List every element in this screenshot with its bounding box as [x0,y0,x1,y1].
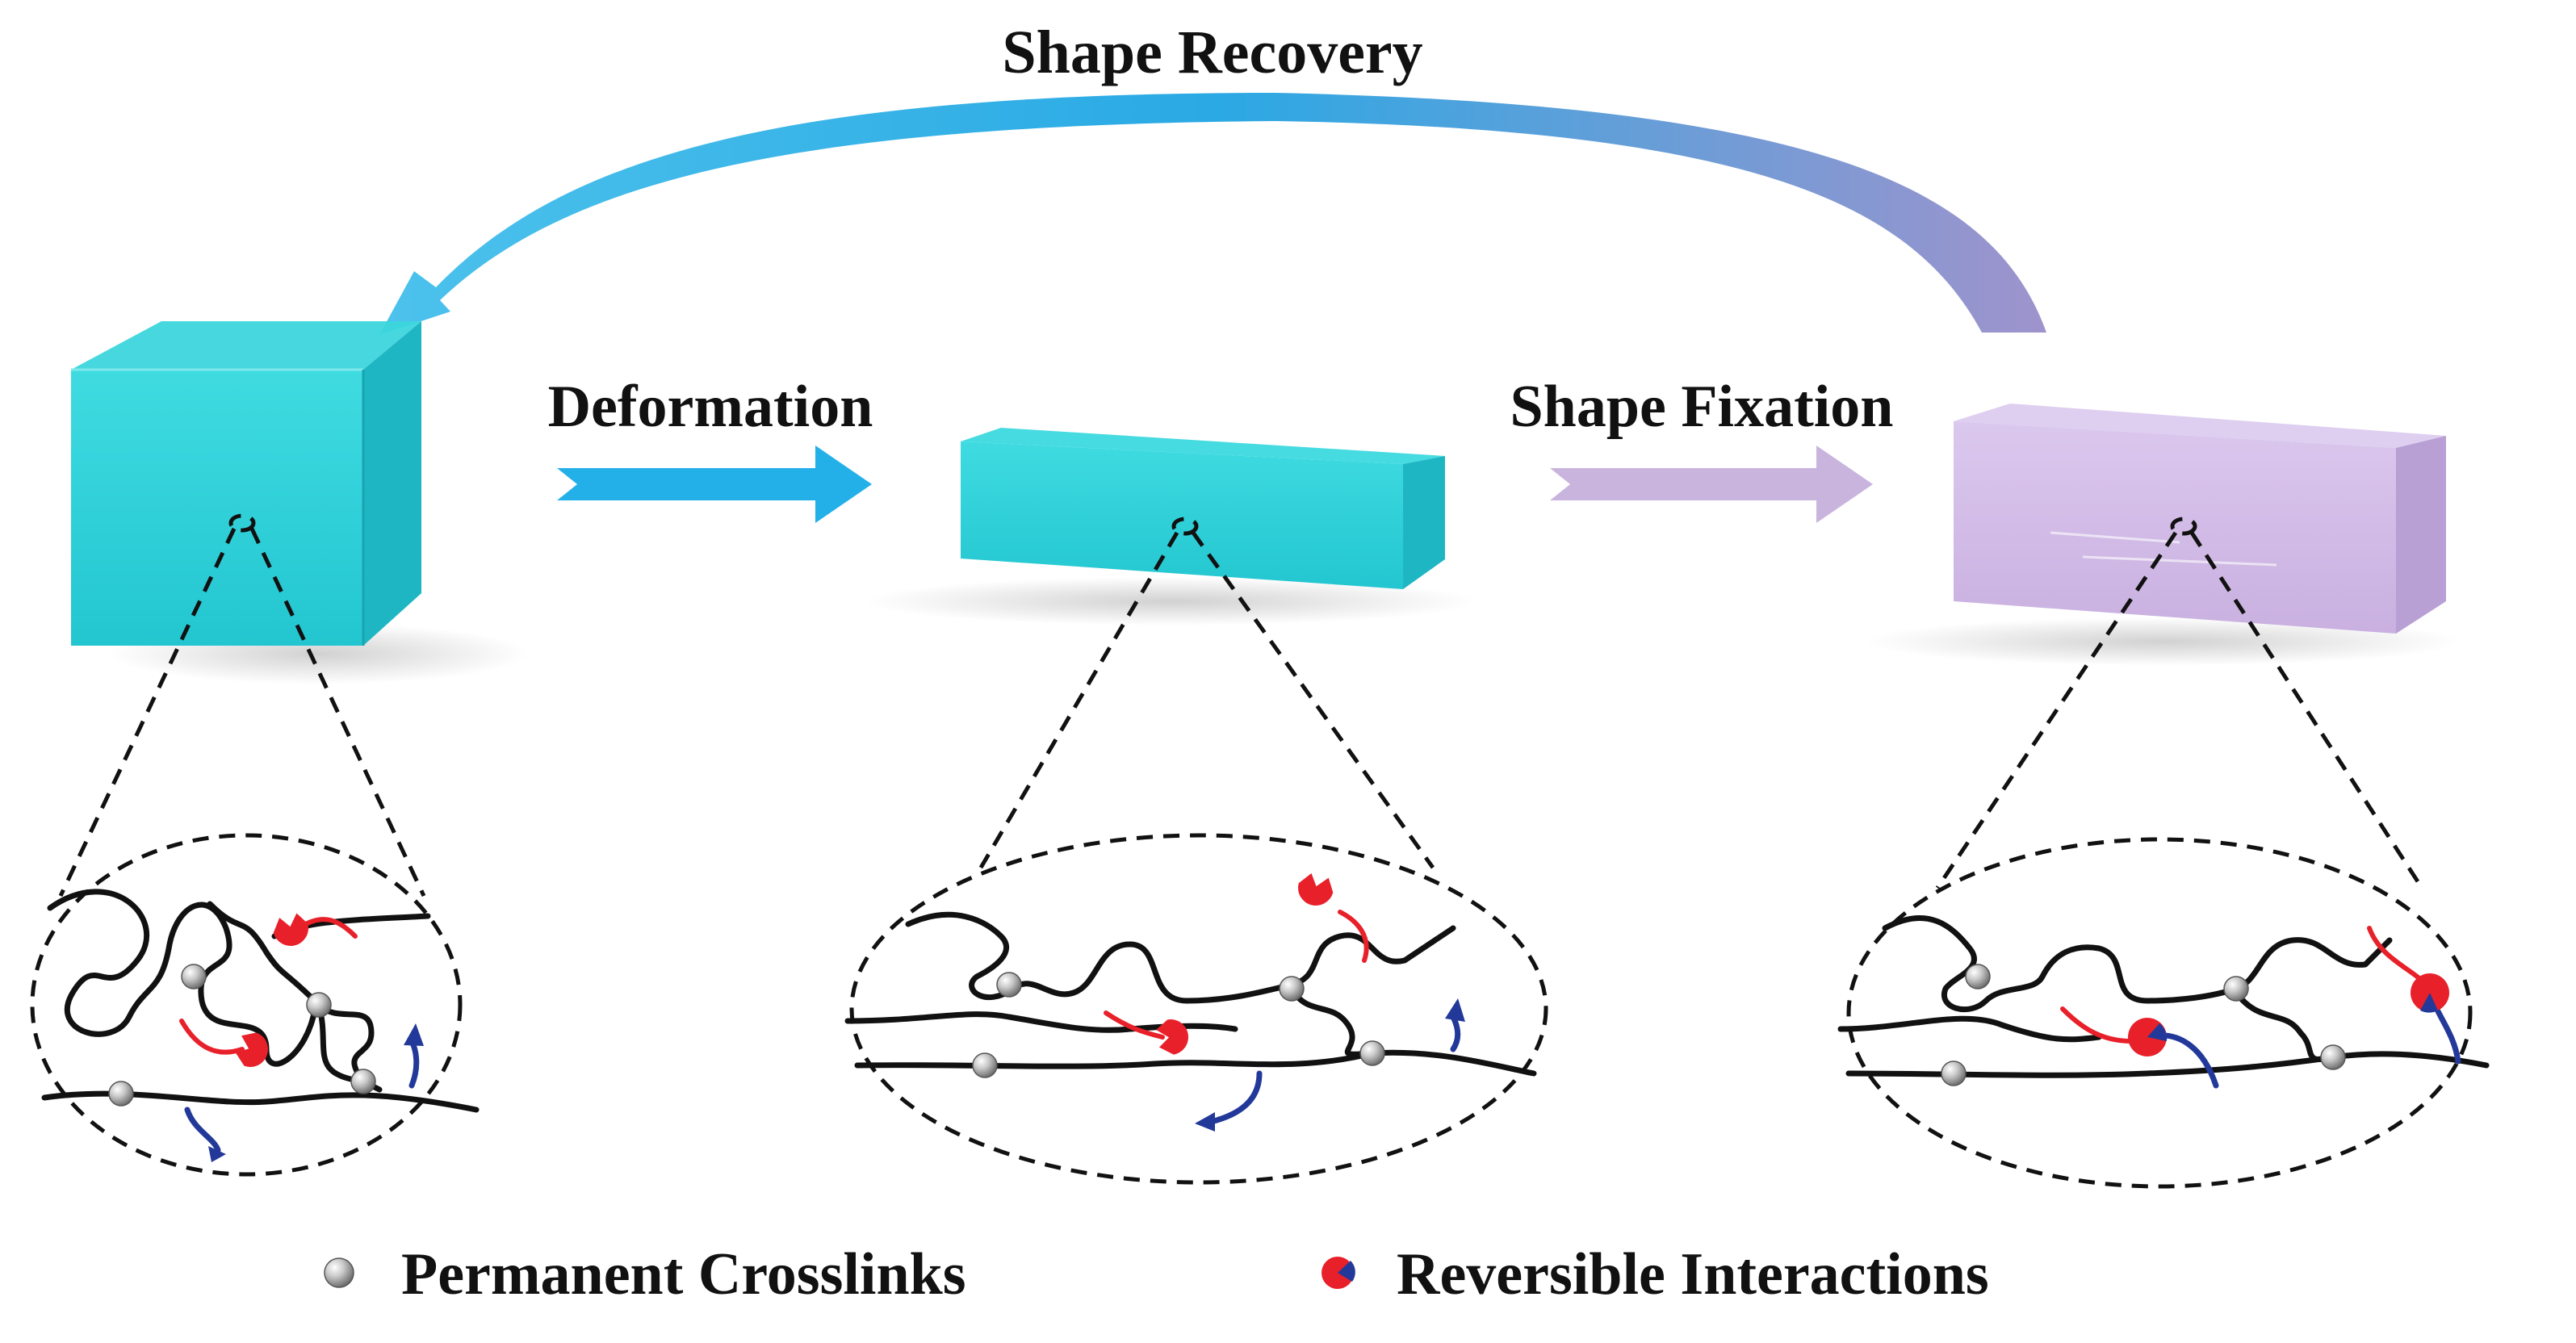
legend-crosslink-marker [324,1257,354,1288]
zoom-lines [58,513,2424,897]
reversible-interaction-dot [2411,973,2449,1013]
shape-fixation-label: Shape Fixation [1510,374,1894,440]
legend: Permanent Crosslinks Reversible Interact… [324,1241,1989,1307]
legend-interactions-label: Reversible Interactions [1397,1241,1989,1307]
network-deformed [844,833,1548,1185]
legend-crosslinks-label: Permanent Crosslinks [401,1241,966,1307]
deformation-label: Deformation [548,374,873,440]
original-cube [71,321,529,684]
fixed-bar [1865,404,2462,666]
network-fixed [1837,837,2490,1189]
deformation-arrow [557,446,872,523]
shape-recovery-arrow [379,93,2046,335]
deformed-bar [864,428,1477,625]
shape-fixation-arrow [1550,446,1873,523]
legend-reversible-marker [1322,1257,1355,1289]
network-original [30,833,480,1177]
shape-recovery-label: Shape Recovery [1002,19,1422,86]
reversible-interaction-dot [2128,1018,2168,1056]
